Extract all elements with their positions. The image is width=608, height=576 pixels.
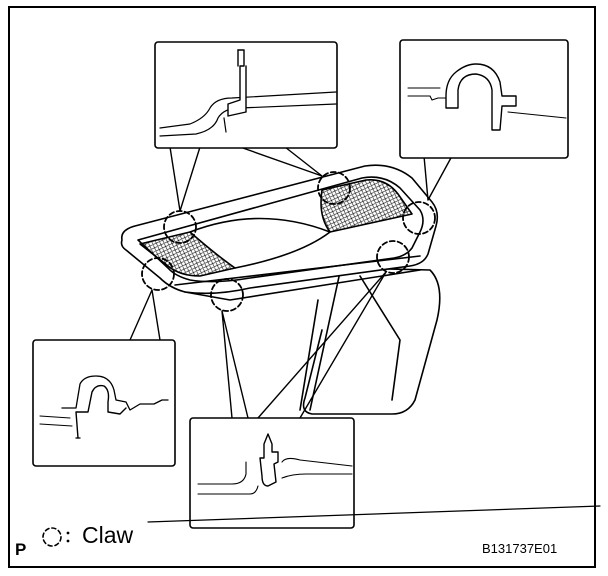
legend-dashed-circle-icon — [42, 527, 62, 547]
lamp-inner-rim — [137, 176, 424, 283]
figure-code: B131737E01 — [482, 541, 558, 556]
detail-box-right — [399, 39, 569, 159]
legend-colon-dot-top — [66, 531, 70, 535]
lens-edge-line — [174, 255, 421, 286]
claw-markers — [141, 171, 436, 312]
leader-bottom-right — [257, 271, 387, 419]
callout-leaders — [129, 146, 453, 419]
lens-mesh-right — [320, 178, 413, 233]
leader-left — [129, 289, 161, 341]
housing-inner-line — [359, 275, 401, 401]
figure-frame — [8, 6, 596, 568]
legend-letter: P — [15, 540, 27, 559]
detail-box-left — [32, 339, 176, 467]
leader-top-left — [169, 146, 201, 212]
housing-inner-line-3 — [299, 299, 319, 411]
housing-body — [302, 267, 441, 415]
claw-marker-bottom-right — [376, 240, 410, 274]
detail-box-bottom — [189, 417, 355, 529]
claw-marker-left — [141, 257, 175, 291]
claw-marker-top-center — [317, 171, 351, 205]
leader-right — [423, 155, 453, 201]
leader-bottom — [221, 310, 249, 419]
legend-label: Claw — [82, 522, 134, 548]
lens-edge-line-2 — [184, 269, 421, 301]
leader-top-center — [239, 146, 323, 177]
main-part — [120, 164, 441, 415]
legend-colon-dot-bottom — [66, 539, 70, 543]
lens-curve — [189, 217, 331, 269]
claw-marker-right — [402, 201, 436, 235]
claw-marker-bottom — [210, 278, 244, 312]
detail-box-top — [154, 41, 338, 149]
ground-line — [147, 505, 601, 523]
